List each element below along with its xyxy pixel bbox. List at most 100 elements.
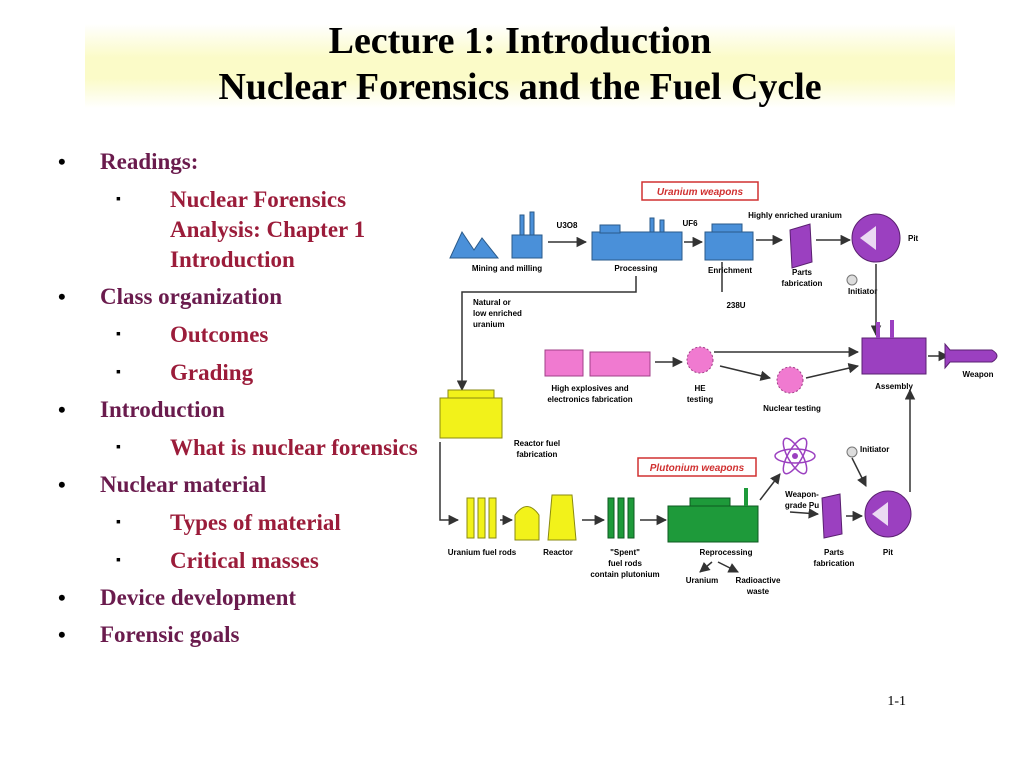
arrow-nuctest-assembly <box>805 363 860 379</box>
waste-label-1: Radioactive <box>736 576 781 585</box>
arrow-pu-parts <box>789 508 820 519</box>
bullet-forensic-goals: •Forensic goals <box>58 622 240 647</box>
pit-sphere-icon <box>851 213 901 263</box>
plutonium-weapons-label: Plutonium weapons <box>637 457 757 477</box>
atom-icon <box>774 437 816 475</box>
weapon-pu-label-1: Weapon- <box>785 490 819 499</box>
he-fab-label-2: electronics fabrication <box>547 395 632 404</box>
square-bullet-icon: ▪ <box>116 553 121 568</box>
assembly-plant-icon <box>861 320 927 375</box>
mining-label: Mining and milling <box>472 264 542 273</box>
arrow-reprocess-uranium <box>699 561 713 573</box>
reactor-fuel-label-2: fabrication <box>517 450 558 459</box>
bullet-dot-icon: • <box>58 284 66 309</box>
fuel-rods-icon <box>466 497 497 539</box>
enrichment-plant-icon <box>704 223 754 261</box>
heu-label: Highly enriched uranium <box>748 211 842 220</box>
spent-label-1: "Spent" <box>610 548 640 557</box>
bullet-device-development: •Device development <box>58 585 297 610</box>
processing-plant-icon <box>591 217 683 261</box>
square-bullet-icon: ▪ <box>116 192 121 207</box>
nuclear-testing-label: Nuclear testing <box>763 404 821 413</box>
sub-bullet-grading: ▪Grading <box>58 358 428 388</box>
parts-fab-pu-icon <box>821 493 843 539</box>
bullet-dot-icon: • <box>58 397 66 422</box>
arrow-fuelfab-rods <box>439 442 460 526</box>
pit-pu-label: Pit <box>883 548 894 557</box>
arrow-initiator-pit <box>851 457 867 487</box>
pit-pu-sphere-icon <box>864 490 912 538</box>
bullet-list: •Readings: ▪Nuclear Forensics Analysis: … <box>58 148 428 658</box>
parts-fab-pu-label-2: fabrication <box>814 559 855 568</box>
square-bullet-icon: ▪ <box>116 515 121 530</box>
reactor-label: Reactor <box>543 548 573 557</box>
initiator-icon <box>846 274 858 286</box>
u238-label: 238U <box>726 301 745 310</box>
initiator-pu-label: Initiator <box>860 445 889 454</box>
svg-text:Uranium weapons: Uranium weapons <box>657 187 744 198</box>
bullet-introduction: •Introduction <box>58 397 225 422</box>
sub-bullet-outcomes: ▪Outcomes <box>58 320 428 350</box>
parts-fab-label-2: fabrication <box>782 279 823 288</box>
bullet-dot-icon: • <box>58 149 66 174</box>
waste-label-2: waste <box>746 587 770 596</box>
processing-label: Processing <box>614 264 657 273</box>
sub-bullet-chapter: ▪Nuclear Forensics Analysis: Chapter 1 I… <box>116 187 366 272</box>
mining-milling-icon <box>449 211 543 259</box>
title-line-2: Nuclear Forensics and the Fuel Cycle <box>218 66 822 108</box>
natural-label-1: Natural or <box>473 298 511 307</box>
reprocessing-label: Reprocessing <box>700 548 753 557</box>
fuel-rods-label: Uranium fuel rods <box>448 548 517 557</box>
reprocessing-plant-icon <box>667 488 759 543</box>
bullet-dot-icon: • <box>58 472 66 497</box>
initiator-pu-icon <box>846 446 858 458</box>
parts-fab-pu-label-1: Parts <box>824 548 845 557</box>
uranium-label: Uranium <box>686 576 718 585</box>
reactor-icon <box>514 494 577 541</box>
uranium-weapons-label: Uranium weapons <box>641 181 759 201</box>
spent-label-3: contain plutonium <box>590 570 659 579</box>
weapon-label: Weapon <box>963 370 994 379</box>
he-test-label-1: HE <box>694 384 706 393</box>
bullet-dot-icon: • <box>58 585 66 610</box>
natural-label-3: uranium <box>473 320 505 329</box>
spent-label-2: fuel rods <box>608 559 642 568</box>
arrow-reprocess-waste <box>717 561 739 573</box>
arrow-reprocess-atom <box>759 473 781 501</box>
sub-bullet-types: ▪Types of material <box>58 508 428 538</box>
bullet-dot-icon: • <box>58 622 66 647</box>
sub-bullet-critical-masses: ▪Critical masses <box>58 546 428 576</box>
weapon-bomb-icon <box>944 342 998 370</box>
sub-bullet-what-is: ▪What is nuclear forensics <box>58 433 428 463</box>
bullet-class-organization: •Class organization <box>58 284 283 309</box>
nuclear-testing-burst-icon <box>776 366 804 394</box>
parts-fab-label-1: Parts <box>792 268 813 277</box>
he-testing-burst-icon <box>686 346 714 374</box>
square-bullet-icon: ▪ <box>116 440 121 455</box>
he-fab-label-1: High explosives and <box>551 384 628 393</box>
initiator-label: Initiator <box>848 287 877 296</box>
title-highlight-band <box>85 24 955 108</box>
reactor-fuel-plant-icon <box>439 389 503 439</box>
he-test-label-2: testing <box>687 395 713 404</box>
arrow-hetest-nuctest <box>719 365 772 381</box>
square-bullet-icon: ▪ <box>116 365 121 380</box>
natural-label-2: low enriched <box>473 309 522 318</box>
uf6-label: UF6 <box>682 219 698 228</box>
enrichment-label: Enrichment <box>708 266 752 275</box>
assembly-label: Assembly <box>875 382 913 391</box>
arrow-natural-uranium <box>456 276 637 392</box>
weapon-pu-label-2: grade Pu <box>785 501 819 510</box>
bullet-readings: •Readings: <box>58 149 199 174</box>
page-number: 1-1 <box>887 694 906 709</box>
title-line-1: Lecture 1: Introduction <box>328 20 712 62</box>
bullet-nuclear-material: •Nuclear material <box>58 472 267 497</box>
reactor-fuel-label-1: Reactor fuel <box>514 439 560 448</box>
parts-fabrication-icon <box>789 223 813 269</box>
slide-title: Lecture 1: Introduction Nuclear Forensic… <box>85 18 955 110</box>
u3o8-label: U3O8 <box>557 221 578 230</box>
svg-text:Plutonium weapons: Plutonium weapons <box>650 463 745 474</box>
pit-label: Pit <box>908 234 919 243</box>
square-bullet-icon: ▪ <box>116 327 121 342</box>
